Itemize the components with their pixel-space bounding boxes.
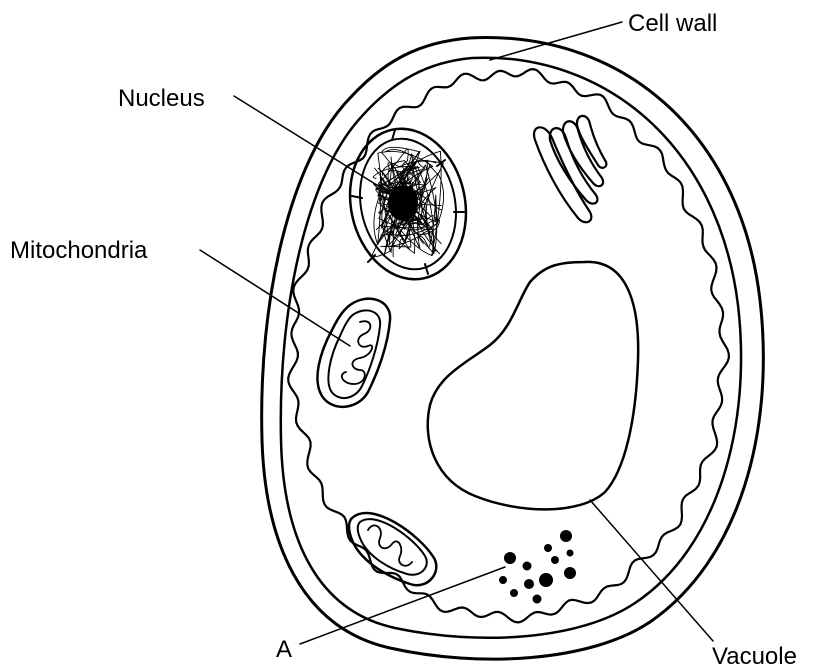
mitochondrion [349, 513, 436, 585]
granule [564, 567, 576, 579]
granule [510, 589, 518, 597]
a-label: A [276, 636, 292, 663]
cell-membrane [288, 69, 729, 622]
leader-lines [200, 22, 713, 644]
granule [533, 595, 542, 604]
vacuole-label: Vacuole [712, 643, 797, 670]
cell-wall-label: Cell wall [628, 10, 717, 37]
granule [544, 544, 552, 552]
granule [567, 550, 574, 557]
nucleus-leader [234, 96, 388, 192]
granule [560, 530, 572, 542]
golgi-body [534, 116, 606, 222]
nucleolus [388, 185, 418, 221]
cell-wall [262, 38, 764, 660]
granule [504, 552, 516, 564]
mitochondria-label: Mitochondria [10, 237, 148, 264]
granule [499, 576, 507, 584]
a-leader [300, 567, 505, 644]
vacuole [428, 262, 638, 509]
nucleus [336, 118, 479, 290]
mitochondrion [317, 299, 390, 407]
granule [523, 562, 532, 571]
granules [499, 530, 576, 604]
granule [551, 556, 559, 564]
nucleus-label: Nucleus [118, 85, 205, 112]
granule [539, 573, 553, 587]
cell-wall-leader [490, 22, 622, 60]
granule [524, 579, 534, 589]
